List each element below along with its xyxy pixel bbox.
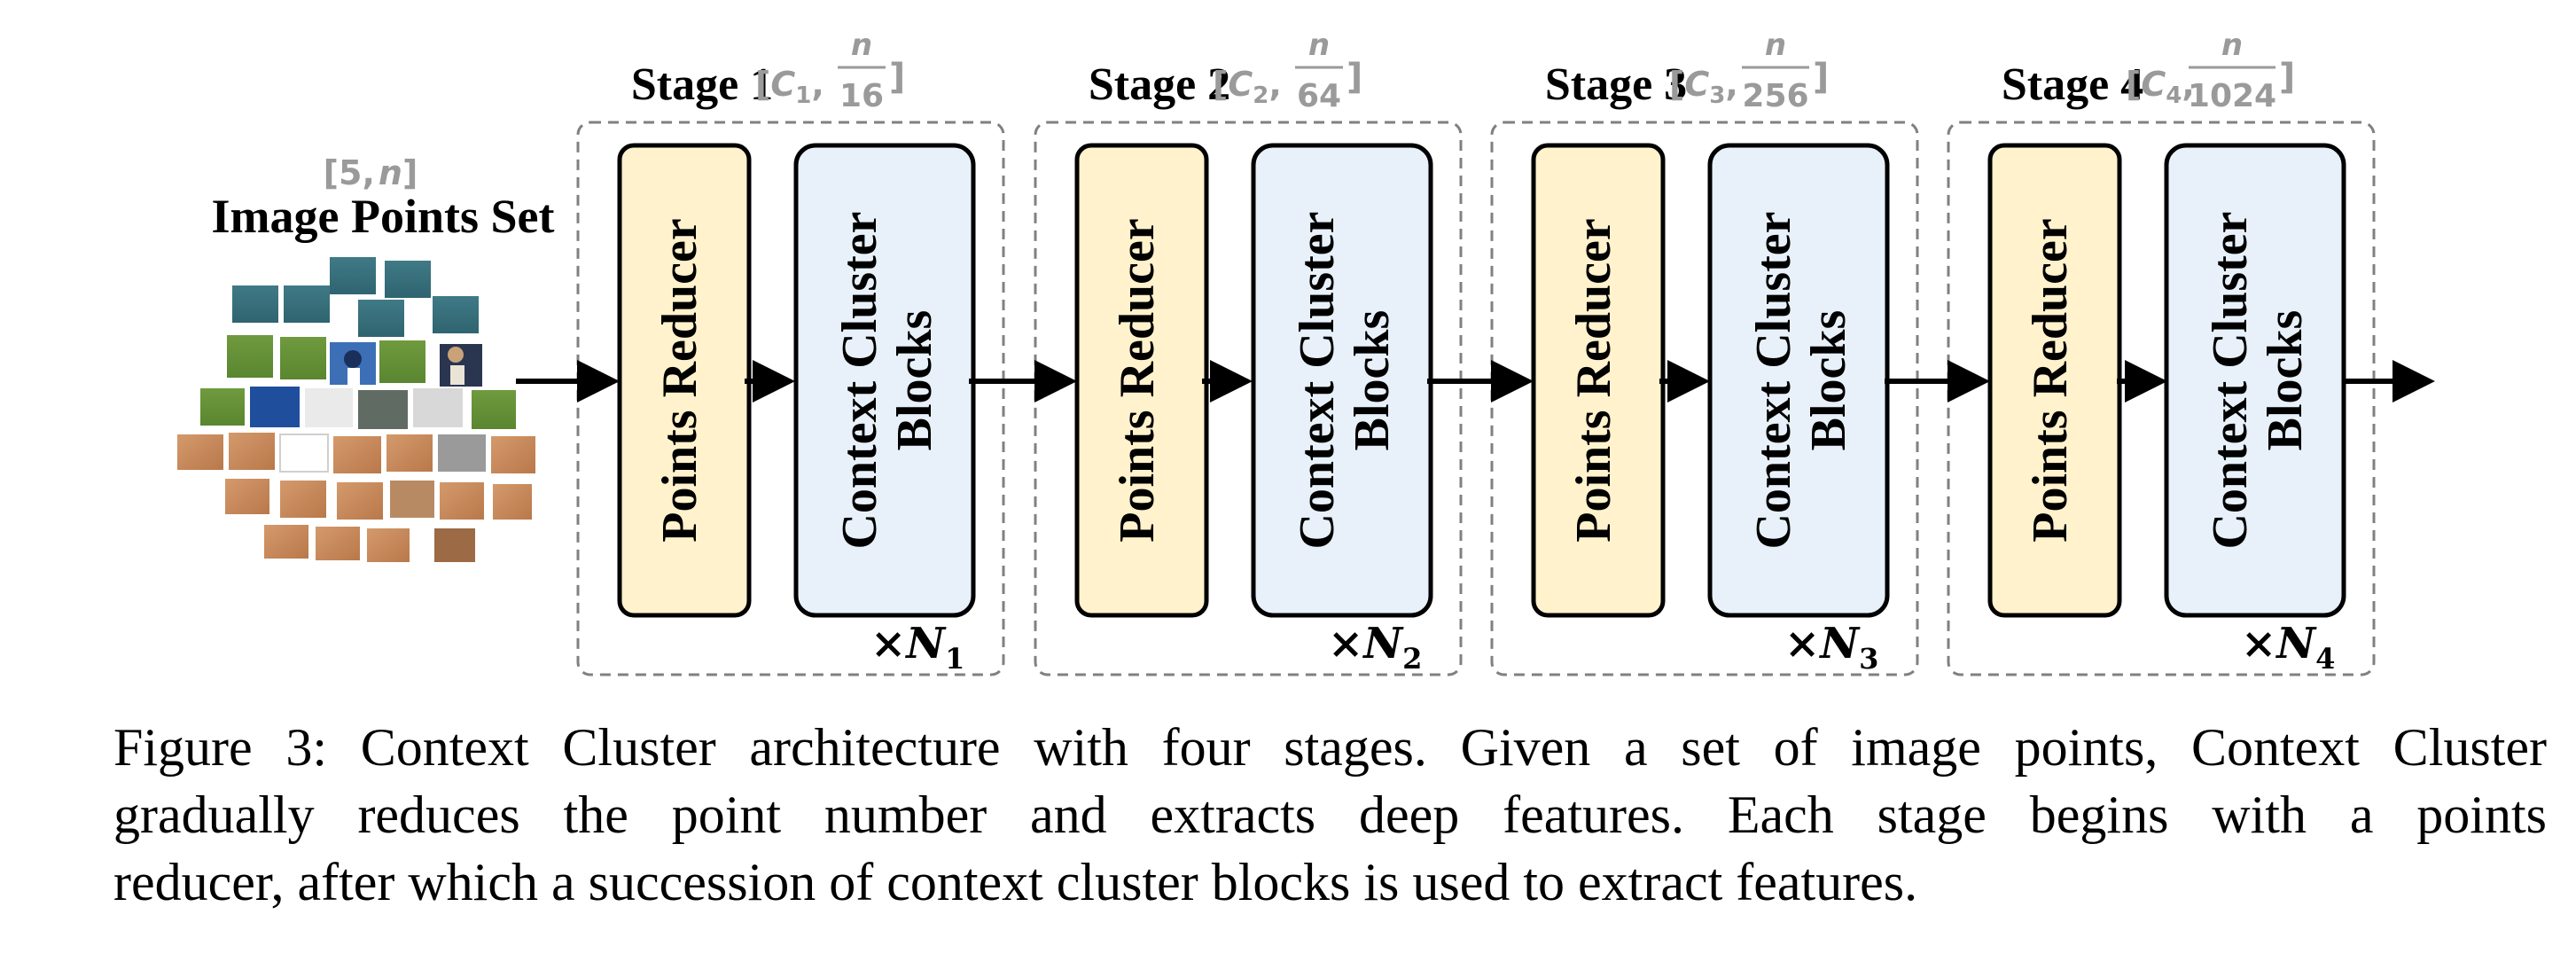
image-patch [284, 285, 330, 323]
image-patch [438, 434, 486, 472]
image-patch [200, 388, 245, 426]
input-shape-label: [5,n] [324, 153, 418, 192]
points-reducer-label: Points Reducer [1110, 218, 1165, 543]
stage-1: Stage 1[C1, n 16] Points Reducer Context Clu… [576, 27, 1005, 676]
image-patch [225, 479, 269, 514]
image-patch [330, 257, 376, 294]
stage-2: Stage 2[C2, n 64] Points Reducer Context Clu… [1034, 27, 1463, 676]
context-cluster-label: Context ClusterBlocks [1746, 211, 1856, 549]
image-patch [279, 434, 329, 473]
image-patch [264, 525, 308, 559]
image-patch [280, 337, 326, 379]
stage-title: Stage 2 [1089, 59, 1230, 110]
svg-text:n: n [1308, 27, 1330, 63]
image-patch [305, 388, 353, 427]
svg-text:[C1,: [C1, [755, 65, 824, 109]
svg-text:]: ] [1347, 57, 1362, 98]
image-points-set [177, 257, 535, 562]
svg-text:n: n [1765, 27, 1786, 63]
image-patch [358, 300, 404, 337]
input-group: [5,n] Image Points Set [177, 153, 554, 562]
stage-title: Stage 3 [1545, 59, 1687, 110]
stage-shape-label: [C3, n 256] [1669, 27, 1829, 114]
stage-shape-label: [C2, n 64] [1213, 27, 1362, 114]
image-patch [250, 387, 300, 427]
image-patch [177, 434, 223, 470]
stage-4: Stage 4[C4, n 1024] Points Reducer Context C… [1947, 27, 2376, 676]
image-patch [472, 390, 516, 429]
image-patch [434, 528, 475, 562]
image-patch [316, 527, 360, 560]
image-patch [385, 261, 431, 298]
repeat-count-label: ×N1 [870, 619, 964, 676]
input-title: Image Points Set [212, 190, 555, 243]
repeat-count-label: ×N3 [1784, 619, 1878, 676]
stage-title: Stage 1 [631, 59, 773, 110]
svg-text:64: 64 [1297, 78, 1341, 114]
caption-line-1: Figure 3: Context Cluster architecture w… [113, 718, 2547, 777]
svg-text:n: n [2221, 27, 2243, 63]
image-patch [229, 433, 275, 470]
caption-line-3: reducer, after which a succession of con… [113, 853, 1918, 911]
figure-caption: Figure 3: Context Cluster architecture w… [113, 714, 2547, 916]
image-patch [491, 436, 535, 473]
image-patch [379, 340, 425, 383]
svg-text:]: ] [889, 57, 905, 98]
svg-text:]: ] [2279, 57, 2295, 98]
points-reducer-label: Points Reducer [1566, 218, 1621, 543]
image-patch [358, 390, 408, 429]
image-patch [280, 481, 326, 518]
stages-group: Stage 1[C1, n 16] Points Reducer Context Clu… [576, 27, 2376, 676]
image-patch [232, 285, 278, 323]
svg-text:16: 16 [839, 78, 884, 114]
caption-line-2: gradually reduces the point number and e… [113, 786, 2547, 844]
stage-3: Stage 3[C3, n 256] Points Reducer Context Cl… [1490, 27, 1919, 676]
image-patch [333, 436, 381, 473]
image-patch [367, 528, 410, 562]
image-patch [227, 335, 273, 378]
image-patch [493, 484, 532, 520]
image-patch [440, 482, 484, 520]
points-reducer-label: Points Reducer [2023, 218, 2078, 543]
svg-text:[C3,: [C3, [1669, 65, 1738, 109]
image-patch [386, 434, 433, 472]
svg-text:[C4,: [C4, [2126, 65, 2195, 109]
points-reducer-label: Points Reducer [652, 218, 707, 543]
svg-text:256: 256 [1742, 78, 1808, 114]
stage-title: Stage 4 [2002, 59, 2143, 110]
image-patch [390, 481, 434, 518]
svg-text:n: n [851, 27, 872, 63]
svg-text:1024: 1024 [2188, 78, 2276, 114]
context-cluster-label: Context ClusterBlocks [832, 211, 942, 549]
stage-shape-label: [C4, n 1024] [2126, 27, 2295, 114]
repeat-count-label: ×N2 [1328, 619, 1422, 676]
svg-text:]: ] [1813, 57, 1829, 98]
svg-text:[C2,: [C2, [1213, 65, 1282, 109]
context-cluster-label: Context ClusterBlocks [1290, 211, 1400, 549]
image-patch [337, 482, 383, 520]
repeat-count-label: ×N4 [2241, 619, 2335, 676]
stage-shape-label: [C1, n 16] [755, 27, 905, 114]
architecture-diagram: [5,n] Image Points Set [177, 27, 2435, 676]
image-patch [413, 388, 463, 427]
image-patch [433, 296, 479, 333]
context-cluster-label: Context ClusterBlocks [2203, 211, 2313, 549]
